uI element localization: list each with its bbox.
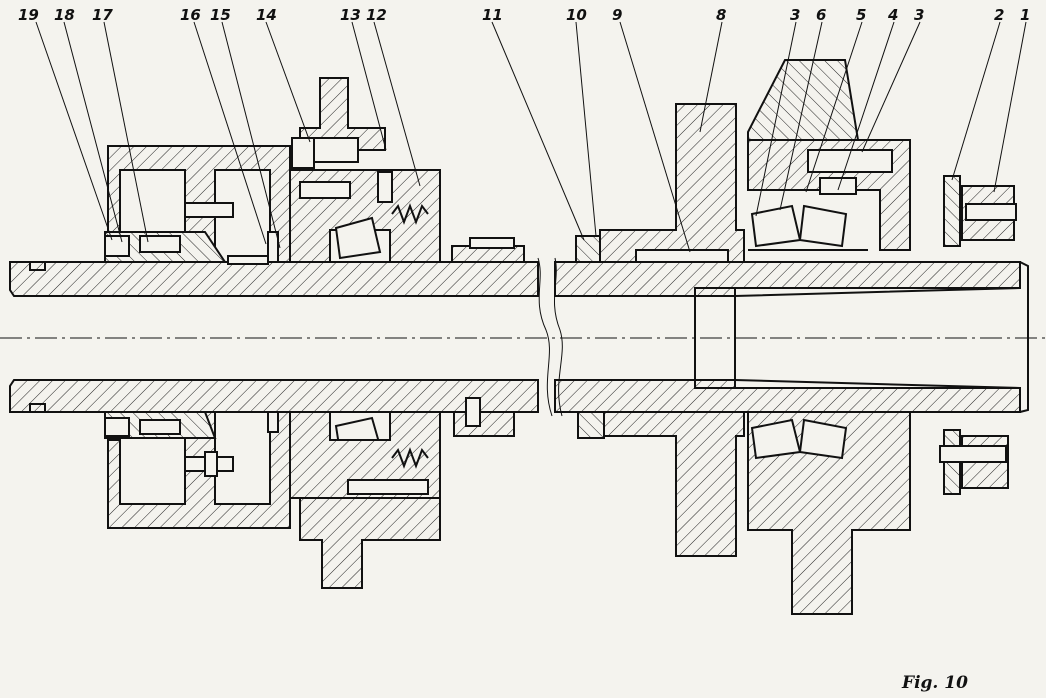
spindle-shaft [9,257,1029,417]
callout-11: 11 [482,6,503,24]
callout-14: 14 [256,6,277,24]
right-bearing-group [747,59,1017,615]
callout-3b: 3 [914,6,924,24]
callout-4: 4 [887,6,898,24]
callout-2: 2 [994,6,1004,24]
middle-coupling [451,237,525,437]
callout-17: 17 [92,6,113,24]
figure-caption: Fig. 10 [901,673,968,693]
callout-9: 9 [612,6,622,24]
callout-13: 13 [340,6,361,24]
callout-18: 18 [54,6,75,24]
callout-10: 10 [566,6,587,24]
left-housing [104,145,291,529]
callout-15: 15 [210,6,231,24]
callout-5: 5 [856,6,866,24]
leader-lines [35,21,1027,253]
callout-3a: 3 [790,6,800,24]
right-gear [575,103,745,557]
callout-1: 1 [1020,6,1030,24]
callout-19: 19 [18,6,39,24]
callout-6: 6 [816,6,826,24]
callout-16: 16 [180,6,201,24]
left-bearing-group [289,77,441,589]
callout-8: 8 [716,6,726,24]
callout-12: 12 [366,6,387,24]
callout-labels: 19 18 17 16 15 14 13 12 11 10 9 8 3 6 5 … [18,6,1030,24]
